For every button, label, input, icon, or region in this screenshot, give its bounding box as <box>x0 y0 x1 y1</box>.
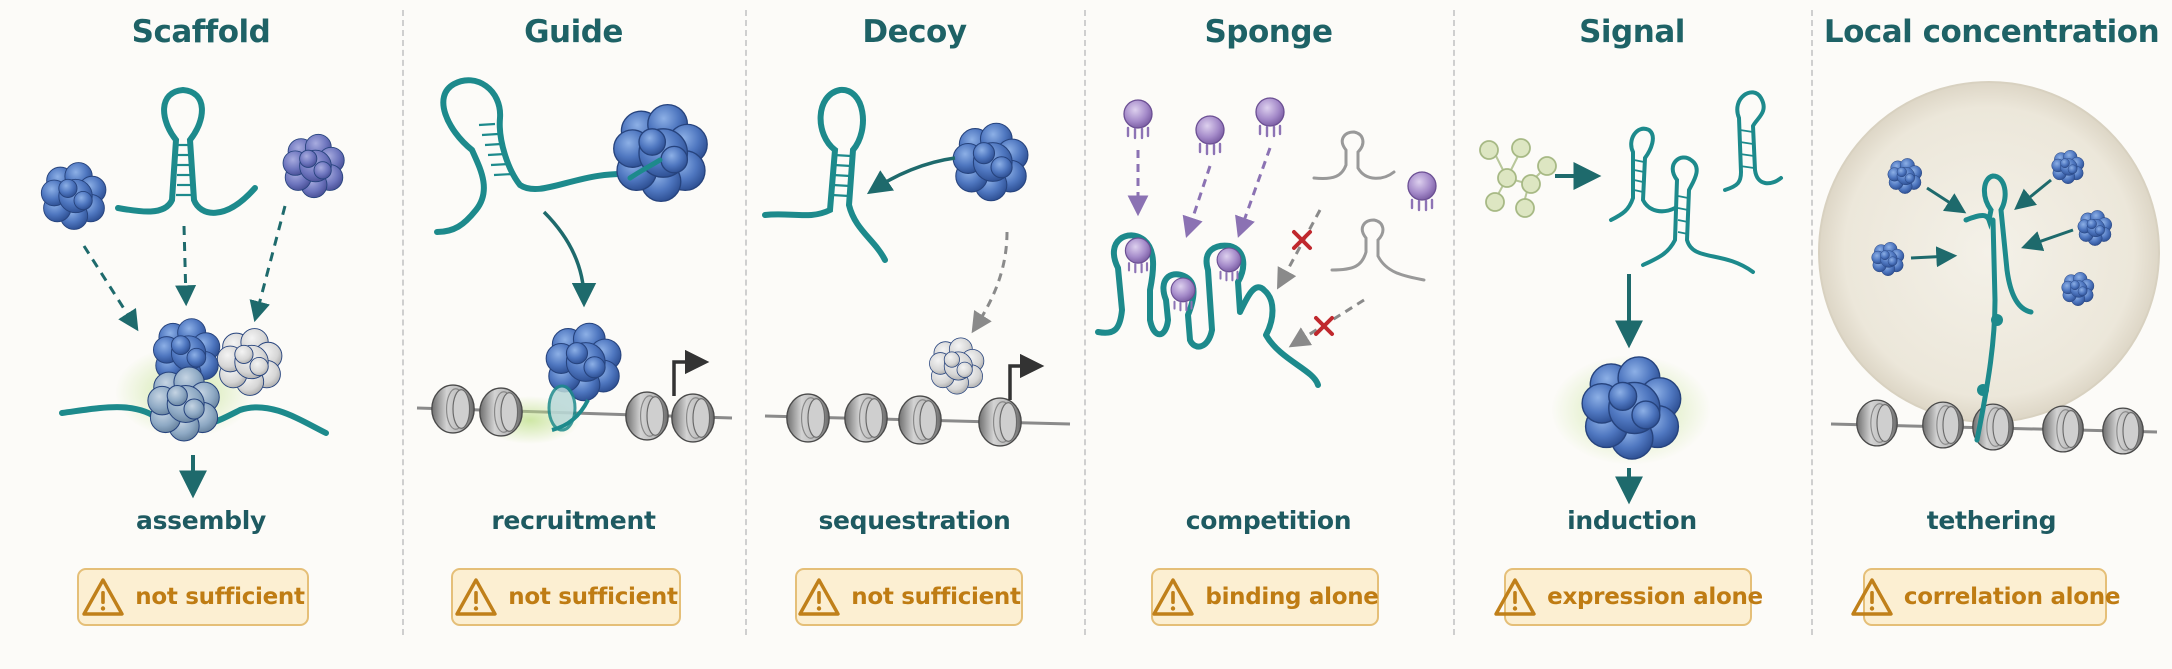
protein-blob <box>216 328 283 396</box>
protein-blob <box>929 337 985 395</box>
panel-title: Guide <box>524 14 623 50</box>
mirna-icon <box>1216 246 1242 282</box>
panel-local-concentration: Local concentration tethering correlatio… <box>1811 0 2172 669</box>
divider <box>402 10 404 635</box>
local-concentration-illustration <box>1818 81 2160 455</box>
panel-scaffold: Scaffold assembly not sufficient <box>0 0 402 669</box>
mirna-icon <box>1406 170 1438 212</box>
panel-title: Decoy <box>862 14 967 50</box>
caveat-label: not sufficient <box>508 584 678 610</box>
caveat-badge: correlation alone <box>1863 568 2120 626</box>
sponge-illustration <box>1095 96 1438 388</box>
function-label: induction <box>1567 506 1697 535</box>
mirna-icon <box>1194 114 1226 156</box>
warning-icon <box>81 577 125 617</box>
caveat-badge: binding alone <box>1151 568 1379 626</box>
caveat-label: expression alone <box>1547 584 1763 610</box>
mirna-icon <box>1124 236 1152 274</box>
function-label: competition <box>1185 506 1352 535</box>
divider <box>1811 10 1813 635</box>
protein-blob <box>952 122 1029 202</box>
protein-blob <box>613 103 708 203</box>
warning-icon <box>1151 577 1195 617</box>
mirna-icon <box>1122 98 1154 140</box>
panel-title: Signal <box>1579 14 1685 50</box>
warning-icon <box>454 577 498 617</box>
panel-title: Sponge <box>1204 14 1333 50</box>
protein-blob <box>282 133 345 199</box>
caveat-badge: not sufficient <box>77 568 309 626</box>
panel-guide: Guide recruitment not sufficient <box>402 0 745 669</box>
signal-illustration <box>1479 90 1783 505</box>
panel-title: Local concentration <box>1823 14 2160 50</box>
caveat-badge: not sufficient <box>451 568 681 626</box>
divider <box>1084 10 1086 635</box>
panel-signal: Signal induction expression alone <box>1453 0 1811 669</box>
divider <box>745 10 747 635</box>
mirna-icon <box>1254 96 1286 138</box>
panel-decoy: Decoy sequestration not sufficient <box>745 0 1084 669</box>
warning-icon <box>797 577 841 617</box>
warning-icon <box>1493 577 1537 617</box>
function-label: tethering <box>1926 506 2057 535</box>
decoy-illustration <box>762 87 1071 447</box>
caveat-label: not sufficient <box>851 584 1021 610</box>
warning-icon <box>1850 577 1894 617</box>
caveat-label: correlation alone <box>1903 584 2121 610</box>
mirna-icon <box>1170 276 1196 312</box>
divider <box>1453 10 1455 635</box>
function-label: sequestration <box>818 506 1011 535</box>
function-label: assembly <box>136 506 266 535</box>
panel-sponge: Sponge competition binding alone <box>1084 0 1453 669</box>
panel-title: Scaffold <box>131 14 271 50</box>
protein-blob <box>40 162 107 230</box>
caveat-label: not sufficient <box>135 584 305 610</box>
scaffold-illustration <box>40 86 345 499</box>
caveat-label: binding alone <box>1205 584 1379 610</box>
function-label: recruitment <box>491 506 656 535</box>
caveat-badge: not sufficient <box>795 568 1023 626</box>
caveat-badge: expression alone <box>1504 568 1763 626</box>
guide-illustration <box>416 77 733 444</box>
